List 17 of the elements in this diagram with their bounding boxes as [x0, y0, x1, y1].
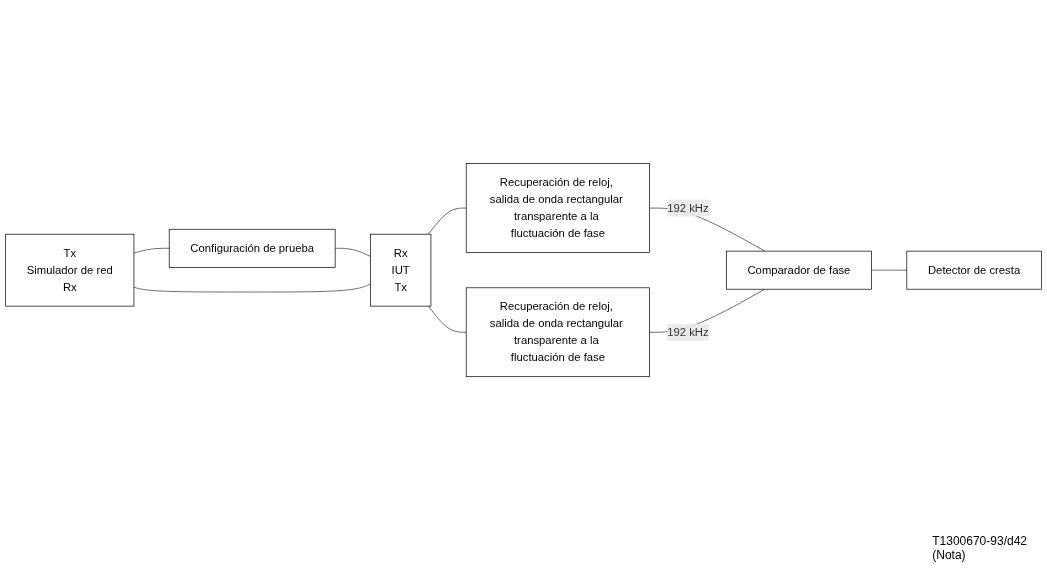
figure-reference: T1300670-93/d42: [932, 534, 1027, 548]
edge-label: 192 kHz: [667, 325, 709, 338]
node-box: Detector de cresta: [906, 250, 1042, 290]
figure-reference: (Nota): [932, 548, 967, 562]
node-box: Comparador de fase: [725, 250, 872, 290]
edge-label: 192 kHz: [667, 201, 709, 214]
node-box: Tx Simulador de red Rx: [5, 233, 135, 307]
connector: [871, 269, 908, 271]
node-box: Configuración de prueba: [168, 228, 336, 268]
connector: [133, 283, 371, 293]
connector: [428, 305, 467, 333]
node-box: Rx IUT Tx: [370, 233, 432, 307]
node-box: Recuperación de reloj, salida de onda rectangular transparente a la fluctuación de fase: [465, 163, 650, 253]
connector: [428, 207, 467, 235]
connector: [334, 247, 371, 257]
node-box: Recuperación de reloj, salida de onda rectangular transparente a la fluctuación de fase: [465, 287, 650, 377]
connector: [133, 247, 170, 254]
